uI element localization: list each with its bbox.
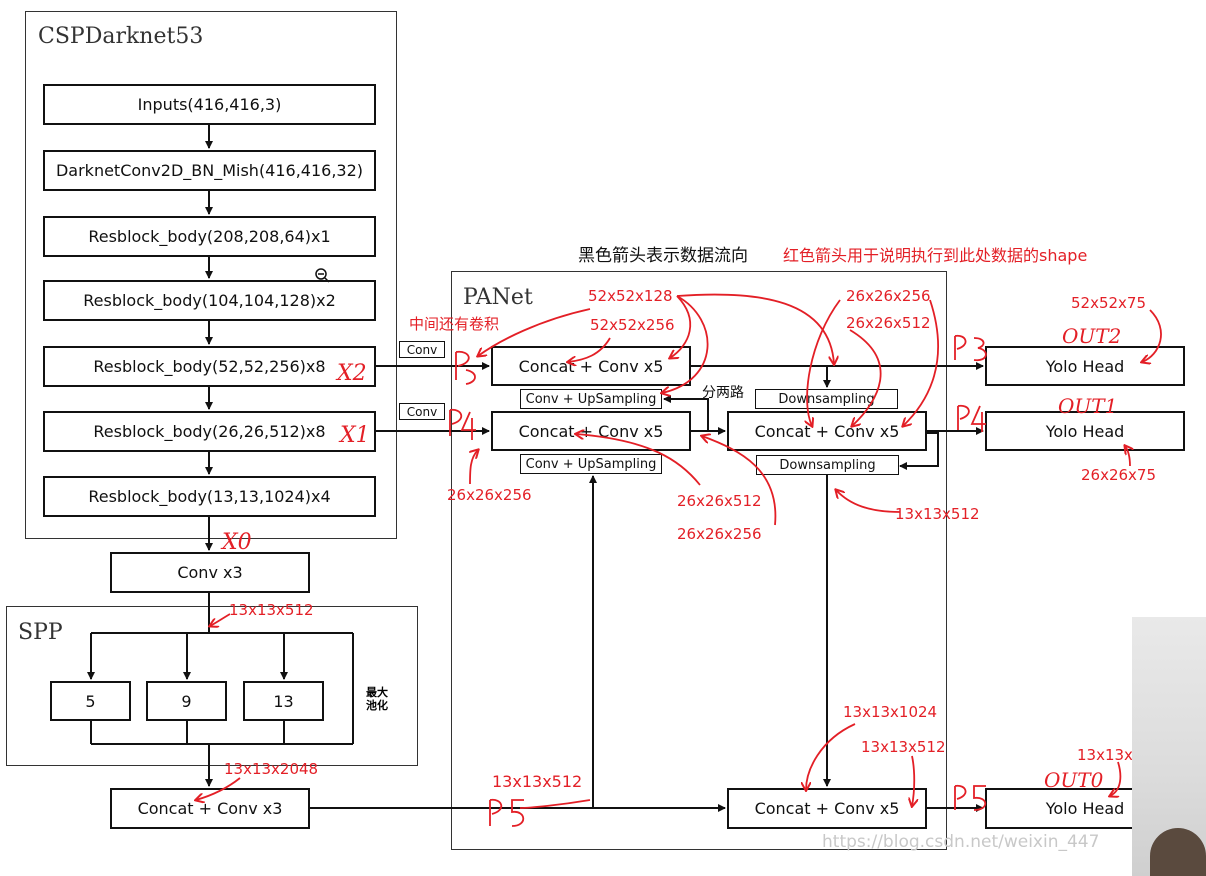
annotation-out2: OUT2 (1062, 324, 1122, 348)
panet-downsampling-1: Downsampling (755, 389, 898, 409)
backbone-block: Resblock_body(13,13,1024)x4 (43, 476, 376, 517)
shape-52-128: 52x52x128 (588, 287, 673, 305)
annotation-split-two: 分两路 (702, 385, 744, 401)
panet-concat-p5: Concat + Conv x5 (727, 788, 927, 829)
panet-frame (451, 271, 947, 850)
shape-13-512-spp: 13x13x512 (229, 601, 314, 619)
shape-26-75: 26x26x75 (1081, 466, 1157, 484)
side-conv-box: Conv (399, 341, 445, 358)
annotation-x2: X2 (337, 361, 367, 386)
panet-title: PANet (463, 285, 533, 310)
shape-26-512-mid: 26x26x512 (677, 492, 762, 510)
spp-pool-box: 9 (146, 681, 227, 721)
panet-concat-p4-left: Concat + Conv x5 (491, 411, 691, 451)
backbone-block: Resblock_body(26,26,512)x8 (43, 411, 376, 452)
shape-13-512-right: 13x13x512 (895, 505, 980, 523)
backbone-title: CSPDarknet53 (38, 24, 204, 49)
annotation-mid-conv: 中间还有卷积 (409, 315, 500, 333)
spp-pool-box: 13 (243, 681, 324, 721)
shape-13-512-bottom: 13x13x512 (861, 738, 946, 756)
backbone-block: Inputs(416,416,3) (43, 84, 376, 125)
conv-x3-box: Conv x3 (110, 552, 310, 593)
panet-downsampling-2: Downsampling (756, 455, 899, 475)
spp-title: SPP (18, 620, 63, 645)
shape-26-256-mid: 26x26x256 (677, 525, 762, 543)
annotation-x1: X1 (340, 423, 370, 448)
panet-upsampling-1: Conv + UpSampling (520, 389, 662, 409)
spp-pool-box: 5 (50, 681, 131, 721)
side-conv-box: Conv (399, 403, 445, 420)
annotation-out1: OUT1 (1058, 394, 1118, 418)
panet-upsampling-2: Conv + UpSampling (520, 454, 662, 474)
shape-26-256-left: 26x26x256 (447, 486, 532, 504)
shape-13-1024: 13x13x1024 (843, 703, 938, 721)
backbone-frame (25, 11, 397, 539)
shape-26-512-top: 26x26x512 (846, 314, 931, 332)
corner-photo-figure (1150, 828, 1206, 876)
zoom-icon (315, 268, 330, 283)
legend-black: 黑色箭头表示数据流向 (578, 246, 748, 266)
annotation-out0: OUT0 (1044, 768, 1104, 792)
shape-52-256: 52x52x256 (590, 316, 675, 334)
spp-frame (6, 606, 418, 766)
yolo-head-p4: Yolo Head (985, 411, 1185, 451)
shape-13-2048: 13x13x2048 (224, 760, 319, 778)
shape-13-512-p5: 13x13x512 (492, 772, 583, 791)
panet-concat-p4-right: Concat + Conv x5 (727, 411, 927, 451)
yolo-head-p3: Yolo Head (985, 346, 1185, 386)
backbone-block: Resblock_body(52,52,256)x8 (43, 346, 376, 387)
legend-red: 红色箭头用于说明执行到此处数据的shape (783, 246, 1088, 265)
shape-52-75: 52x52x75 (1071, 294, 1147, 312)
spp-note: 最大 池化 (366, 686, 388, 712)
watermark: https://blog.csdn.net/weixin_447 (822, 832, 1100, 852)
backbone-block: DarknetConv2D_BN_Mish(416,416,32) (43, 150, 376, 191)
shape-26-256-top: 26x26x256 (846, 287, 931, 305)
panet-concat-p3: Concat + Conv x5 (491, 346, 691, 386)
annotation-x0: X0 (222, 530, 252, 555)
backbone-block: Resblock_body(104,104,128)x2 (43, 280, 376, 321)
backbone-block: Resblock_body(208,208,64)x1 (43, 216, 376, 257)
